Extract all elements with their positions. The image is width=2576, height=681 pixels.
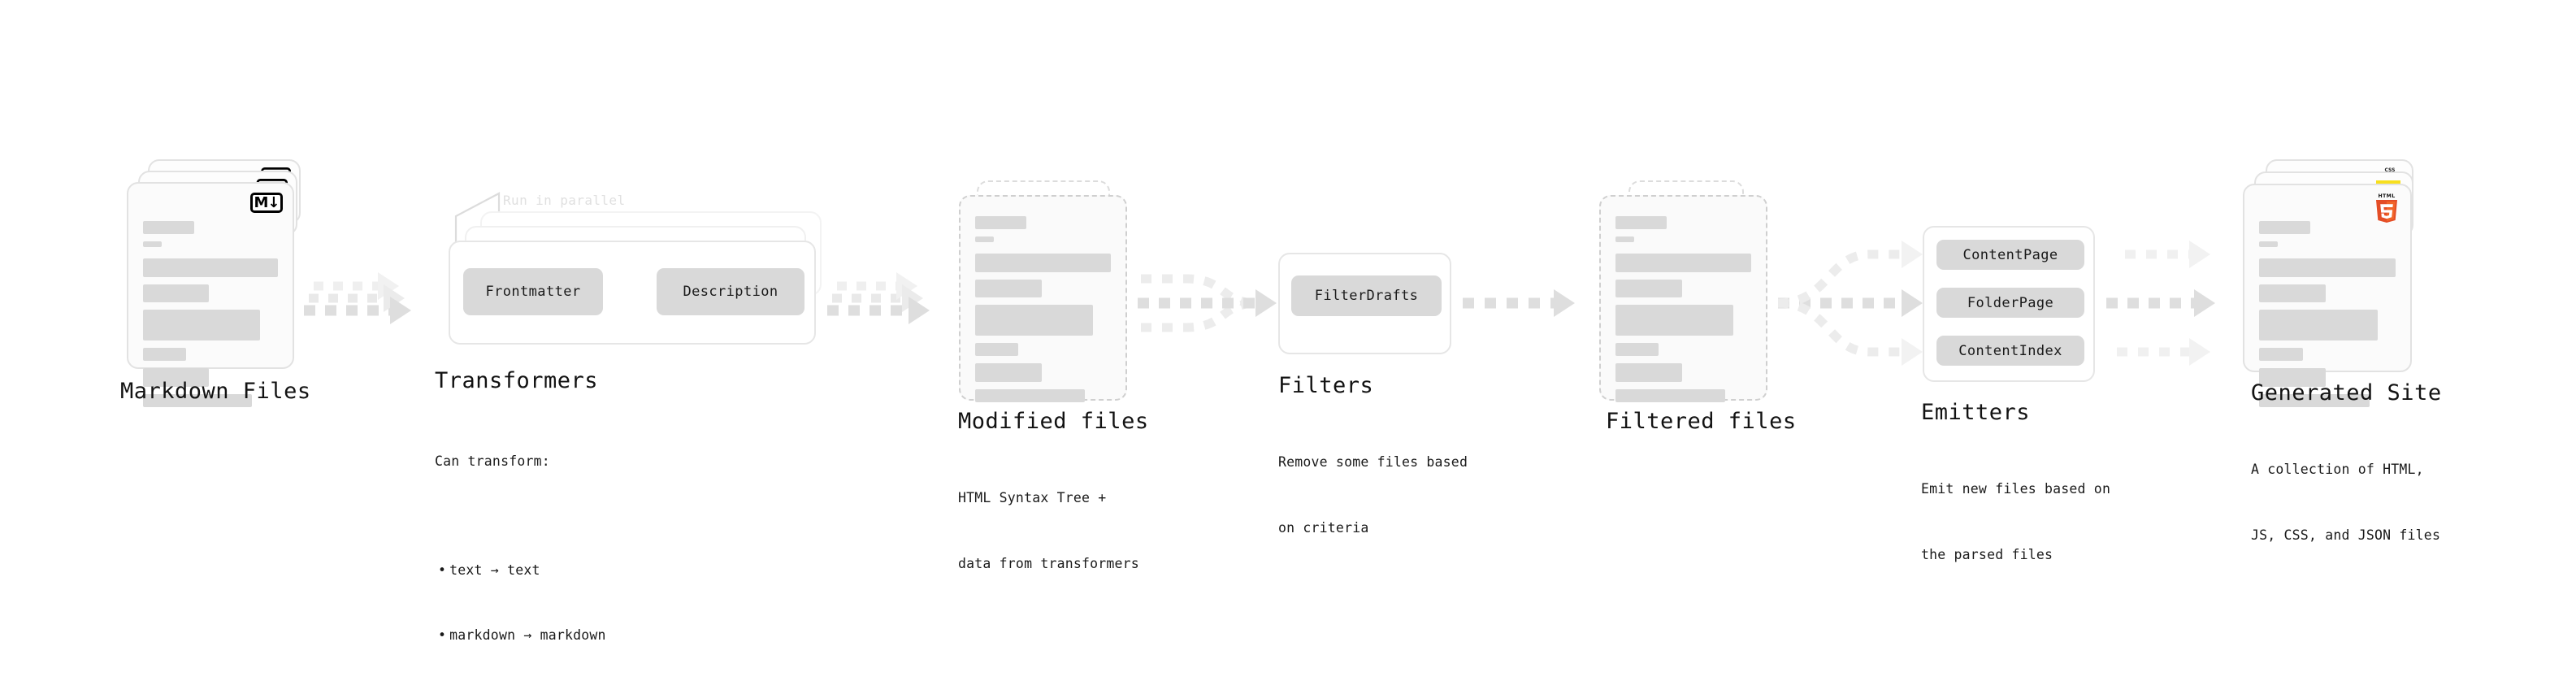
transformers-desc-item: text → text bbox=[435, 560, 606, 582]
transformer-chip-frontmatter[interactable]: Frontmatter bbox=[463, 268, 603, 315]
desc-line: JS, CSS, and JSON files bbox=[2251, 527, 2441, 543]
emitters-description: Emit new files based on the parsed files bbox=[1921, 436, 2110, 609]
connector-filtered-to-emitters bbox=[1777, 241, 1923, 366]
markdown-file-stack: M↓ M↓ M↓ bbox=[127, 159, 314, 407]
markdown-icon: M↓ bbox=[250, 193, 283, 213]
html5-icon: HTML bbox=[2373, 192, 2400, 223]
file-skeleton bbox=[975, 216, 1111, 410]
emitter-chip-contentpage[interactable]: ContentPage bbox=[1936, 240, 2084, 270]
connector-transformers-to-modified bbox=[827, 272, 930, 324]
connector-emitters-to-site bbox=[2106, 241, 2215, 366]
desc-line: on criteria bbox=[1278, 519, 1369, 536]
modified-file-card-front bbox=[959, 195, 1127, 402]
filtered-file-stack bbox=[1599, 180, 1786, 402]
modified-file-stack bbox=[959, 180, 1146, 402]
desc-line: Emit new files based on bbox=[1921, 481, 2111, 497]
emitter-chip-folderpage[interactable]: FolderPage bbox=[1936, 288, 2084, 318]
chip-label: FilterDrafts bbox=[1314, 288, 1419, 304]
transformer-panel-front: Frontmatter Description bbox=[449, 241, 816, 345]
filter-chip-filterdrafts[interactable]: FilterDrafts bbox=[1291, 275, 1442, 316]
stage-generated-site: CSS HTML bbox=[2243, 159, 2441, 543]
file-skeleton bbox=[1615, 216, 1751, 410]
desc-line: the parsed files bbox=[1921, 546, 2053, 562]
filters-panel: FilterDrafts bbox=[1278, 253, 1451, 354]
chip-label: FolderPage bbox=[1967, 294, 2054, 311]
stage-title-generated-site: Generated Site bbox=[2251, 380, 2442, 406]
chip-label: ContentPage bbox=[1962, 246, 2058, 263]
stage-title-markdown-files: Markdown Files bbox=[120, 379, 311, 404]
css-badge-label: CSS bbox=[2384, 167, 2396, 173]
chip-label: ContentIndex bbox=[1958, 342, 2062, 359]
modified-files-description: HTML Syntax Tree + data from transformer… bbox=[958, 445, 1139, 618]
connector-markdown-to-transformers bbox=[304, 272, 411, 324]
stage-filtered-files: Filtered files bbox=[1599, 180, 1796, 434]
generated-file-card-html: HTML bbox=[2243, 184, 2412, 407]
transformers-description: Can transform: text → text markdown → ma… bbox=[435, 408, 606, 681]
desc-line: data from transformers bbox=[958, 555, 1139, 571]
stage-title-filters: Filters bbox=[1278, 373, 1374, 398]
transformers-desc-heading: Can transform: bbox=[435, 453, 550, 470]
stage-modified-files: Modified files HTML Syntax Tree + data f… bbox=[958, 180, 1148, 571]
svg-text:HTML: HTML bbox=[2378, 193, 2395, 199]
run-in-parallel-label: Run in parallel bbox=[503, 193, 626, 208]
file-skeleton bbox=[143, 221, 278, 414]
chip-label: Description bbox=[683, 284, 778, 300]
stage-title-emitters: Emitters bbox=[1921, 400, 2031, 425]
stage-title-transformers: Transformers bbox=[435, 368, 599, 393]
stage-title-modified-files: Modified files bbox=[958, 409, 1149, 434]
connector-modified-to-filters bbox=[1138, 274, 1277, 332]
filtered-file-card-front bbox=[1599, 195, 1767, 402]
desc-line: A collection of HTML, bbox=[2251, 462, 2424, 478]
stage-title-filtered-files: Filtered files bbox=[1606, 409, 1797, 434]
generated-site-description: A collection of HTML, JS, CSS, and JSON … bbox=[2251, 416, 2440, 590]
transformers-desc-list: text → text markdown → markdown html → h… bbox=[435, 517, 606, 681]
desc-line: HTML Syntax Tree + bbox=[958, 490, 1107, 506]
chip-label: Frontmatter bbox=[485, 284, 581, 300]
emitters-panel: ContentPage FolderPage ContentIndex bbox=[1923, 226, 2095, 382]
markdown-file-card-front: M↓ bbox=[127, 182, 294, 407]
transformer-chip-description[interactable]: Description bbox=[657, 268, 804, 315]
filters-description: Remove some files based on criteria bbox=[1278, 409, 1468, 583]
transformers-desc-item: markdown → markdown bbox=[435, 625, 606, 647]
file-skeleton bbox=[2259, 221, 2396, 414]
emitter-chip-contentindex[interactable]: ContentIndex bbox=[1936, 336, 2084, 366]
generated-site-stack: CSS HTML bbox=[2243, 159, 2438, 407]
html5-shield: HTML bbox=[2376, 193, 2397, 223]
stage-markdown-files: M↓ M↓ M↓ bbox=[120, 159, 314, 407]
desc-line: Remove some files based bbox=[1278, 454, 1468, 471]
connector-filters-to-filtered bbox=[1463, 289, 1575, 317]
